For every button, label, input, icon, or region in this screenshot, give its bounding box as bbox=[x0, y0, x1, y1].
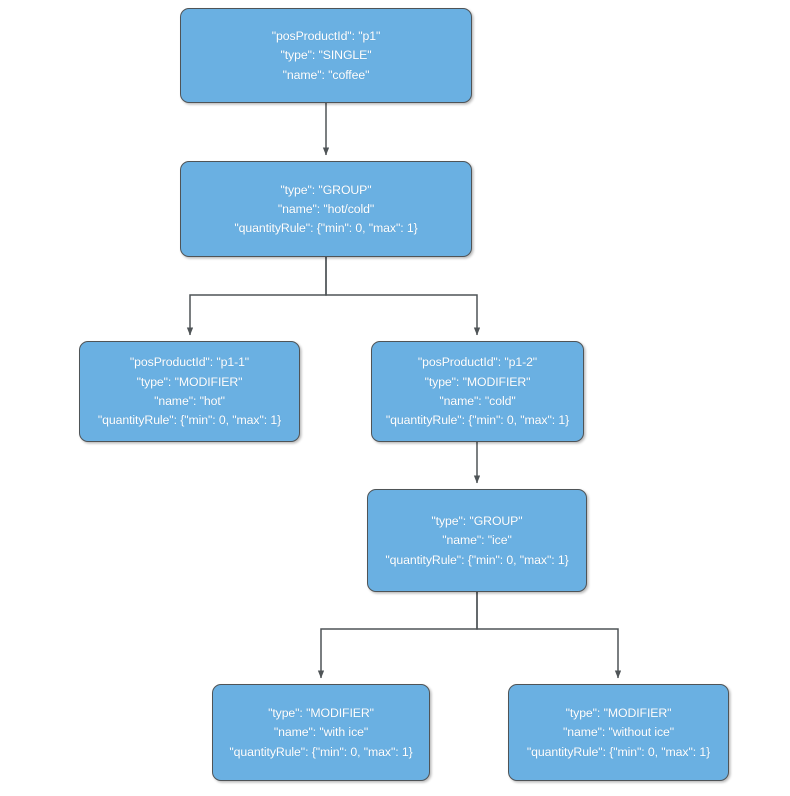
edge-ice-to-without-ice bbox=[476, 592, 622, 679]
node-hot-cold-group-line-1: "name": "hot/cold" bbox=[277, 201, 375, 216]
node-cold-modifier-line-1: "type": "MODIFIER" bbox=[424, 374, 531, 389]
node-coffee-line-1: "type": "SINGLE" bbox=[280, 48, 372, 63]
node-with-ice-modifier-line-2: "quantityRule": {"min": 0, "max": 1} bbox=[229, 744, 413, 759]
node-cold-modifier-line-2: "name": "cold" bbox=[439, 394, 516, 408]
node-hot-modifier-line-2: "name": "hot" bbox=[154, 394, 225, 408]
node-hot-modifier[interactable]: "posProductId": "p1-1" "type": "MODIFIER… bbox=[79, 341, 300, 442]
node-with-ice-modifier-line-0: "type": "MODIFIER" bbox=[268, 706, 374, 721]
node-coffee-line-2: "name": "coffee" bbox=[282, 67, 370, 82]
edge-hotcold-to-cold bbox=[325, 257, 481, 336]
node-coffee-line-0: "posProductId": "p1" bbox=[271, 29, 381, 44]
node-with-ice-modifier-line-1: "name": "with ice" bbox=[273, 725, 369, 740]
node-ice-group-line-2: "quantityRule": {"min": 0, "max": 1} bbox=[385, 552, 569, 567]
edge-hotcold-to-hot bbox=[186, 257, 327, 336]
node-cold-modifier[interactable]: "posProductId": "p1-2" "type": "MODIFIER… bbox=[371, 341, 584, 442]
edge-ice-to-with-ice bbox=[317, 592, 478, 679]
node-hot-cold-group[interactable]: "type": "GROUP" "name": "hot/cold" "quan… bbox=[180, 161, 472, 257]
node-hot-modifier-line-3: "quantityRule": {"min": 0, "max": 1} bbox=[97, 413, 282, 428]
node-with-ice-modifier[interactable]: "type": "MODIFIER" "name": "with ice" "q… bbox=[212, 684, 430, 781]
node-ice-group-line-1: "name": "ice" bbox=[442, 533, 512, 548]
node-cold-modifier-line-0: "posProductId": "p1-2" bbox=[417, 355, 538, 370]
node-hot-modifier-line-1: "type": "MODIFIER" bbox=[136, 374, 243, 389]
node-hot-cold-group-line-0: "type": "GROUP" bbox=[280, 182, 372, 197]
node-ice-group-line-0: "type": "GROUP" bbox=[431, 514, 523, 529]
node-without-ice-modifier[interactable]: "type": "MODIFIER" "name": "without ice"… bbox=[508, 684, 729, 781]
node-hot-cold-group-line-2: "quantityRule": {"min": 0, "max": 1} bbox=[234, 221, 418, 236]
node-hot-modifier-line-0: "posProductId": "p1-1" bbox=[129, 355, 250, 370]
node-cold-modifier-line-3: "quantityRule": {"min": 0, "max": 1} bbox=[385, 413, 570, 428]
node-without-ice-modifier-line-0: "type": "MODIFIER" bbox=[565, 706, 672, 721]
node-coffee[interactable]: "posProductId": "p1" "type": "SINGLE" "n… bbox=[180, 8, 472, 103]
node-ice-group[interactable]: "type": "GROUP" "name": "ice" "quantityR… bbox=[367, 489, 587, 592]
node-without-ice-modifier-line-1: "name": "without ice" bbox=[562, 725, 675, 740]
node-without-ice-modifier-line-2: "quantityRule": {"min": 0, "max": 1} bbox=[526, 744, 711, 759]
